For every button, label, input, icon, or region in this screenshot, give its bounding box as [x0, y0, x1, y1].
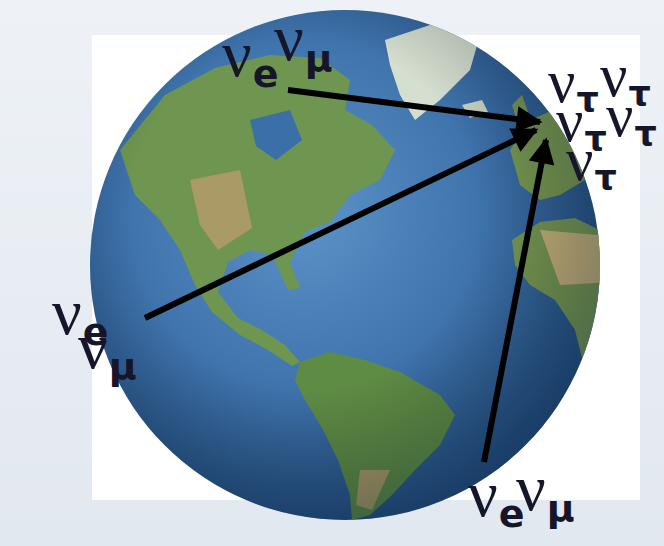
neutrino-label: ντ — [566, 130, 617, 191]
neutrino-paths — [145, 90, 546, 462]
neutrino-label: ντ — [606, 86, 657, 147]
neutrino-label: νe — [222, 21, 279, 87]
neutrino-label: νμ — [516, 455, 575, 521]
path-arrow — [288, 90, 540, 122]
neutrino-label: νμ — [274, 5, 333, 71]
ocean — [90, 10, 600, 520]
path-arrow — [145, 130, 536, 318]
path-arrow — [484, 140, 546, 462]
neutrino-label: νμ — [78, 313, 137, 379]
globe-shading — [90, 10, 600, 520]
